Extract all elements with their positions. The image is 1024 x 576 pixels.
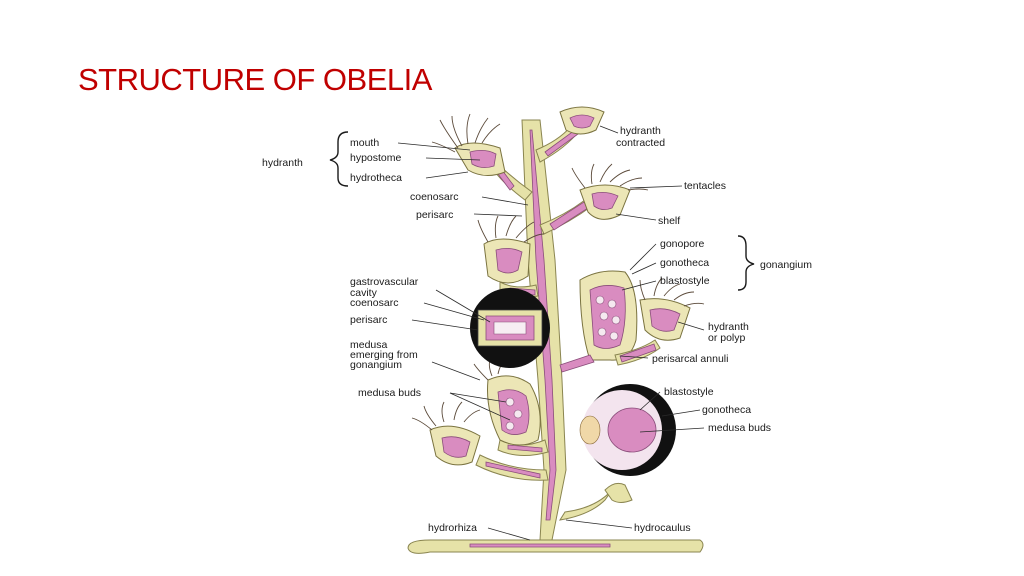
label-hydranth-contracted-1: hydranth xyxy=(620,125,661,137)
label-shelf: shelf xyxy=(658,215,680,227)
label-hypostome: hypostome xyxy=(350,152,402,164)
label-hydrotheca: hydrotheca xyxy=(350,172,402,184)
gonangium-brace xyxy=(737,235,755,291)
stem-section-cavity xyxy=(493,321,527,335)
upper-left-tentacles xyxy=(431,113,501,153)
label-coenosarc-mid: coenosarc xyxy=(350,297,398,309)
label-medusa-buds-right: medusa buds xyxy=(708,422,771,434)
gonotheca-section-bud xyxy=(579,415,601,445)
right-upper-tentacles xyxy=(571,163,649,191)
label-hydranth-group: hydranth xyxy=(262,157,303,169)
polyp-annuli xyxy=(619,343,657,363)
lowest-left-tentacles xyxy=(411,401,481,431)
label-mouth: mouth xyxy=(350,137,379,149)
label-hydrorhiza: hydrorhiza xyxy=(428,522,477,534)
right-upper-annuli xyxy=(549,201,589,231)
label-hydranth-polyp-1: hydranth xyxy=(708,321,749,333)
label-perisarc-mid: perisarc xyxy=(350,314,387,326)
label-medusa-emerging-1: medusa xyxy=(350,339,388,351)
label-gastrovascular-1: gastrovascular xyxy=(350,276,419,288)
label-perisarcal-annuli: perisarcal annuli xyxy=(652,353,728,365)
lowest-left-annuli xyxy=(485,461,541,479)
label-hydrocaulus: hydrocaulus xyxy=(634,522,691,534)
upper-left-hydranth-body xyxy=(469,150,497,168)
mid-left-hydranth-body xyxy=(495,248,523,274)
label-gastrovascular-2: cavity xyxy=(350,287,378,299)
label-medusa-emerging-3: gonangium xyxy=(350,359,402,371)
leader-lines xyxy=(397,125,705,541)
right-upper-hydranth-body xyxy=(591,192,619,210)
left-gonangium-blastostyle xyxy=(497,389,530,435)
polyp-body xyxy=(649,308,681,332)
label-tentacles: tentacles xyxy=(684,180,726,192)
right-gonangium-stalk xyxy=(559,354,595,373)
lowest-left-hydranth-body xyxy=(441,436,471,458)
mid-left-tentacles xyxy=(477,215,545,243)
label-perisarc-top: perisarc xyxy=(416,209,453,221)
branch-lower-right xyxy=(558,489,613,521)
hydrorhiza-coenosarc xyxy=(469,543,611,548)
small-bud xyxy=(604,482,633,503)
lower-left-annuli xyxy=(507,444,543,453)
gonotheca-section-blastostyle xyxy=(607,407,657,453)
label-blastostyle-bottom: blastostyle xyxy=(664,386,714,398)
label-gonopore: gonopore xyxy=(660,238,705,250)
label-medusa-buds-left: medusa buds xyxy=(358,387,421,399)
slide-title: STRUCTURE OF OBELIA xyxy=(78,62,432,97)
label-gonotheca-top: gonotheca xyxy=(660,257,709,269)
label-gonangium: gonangium xyxy=(760,259,812,271)
label-medusa-emerging-2: emerging from xyxy=(350,349,418,361)
label-coenosarc-top: coenosarc xyxy=(410,191,458,203)
label-hydranth-polyp-2: or polyp xyxy=(708,332,746,344)
label-gonotheca-bottom: gonotheca xyxy=(702,404,751,416)
contracted-hydranth-body xyxy=(569,114,595,129)
hydranth-brace xyxy=(329,131,349,187)
label-hydranth-contracted-2: contracted xyxy=(616,137,665,149)
polyp-tentacles xyxy=(639,277,705,307)
label-blastostyle-top: blastostyle xyxy=(660,275,710,287)
right-gonangium-medusae xyxy=(595,295,621,341)
